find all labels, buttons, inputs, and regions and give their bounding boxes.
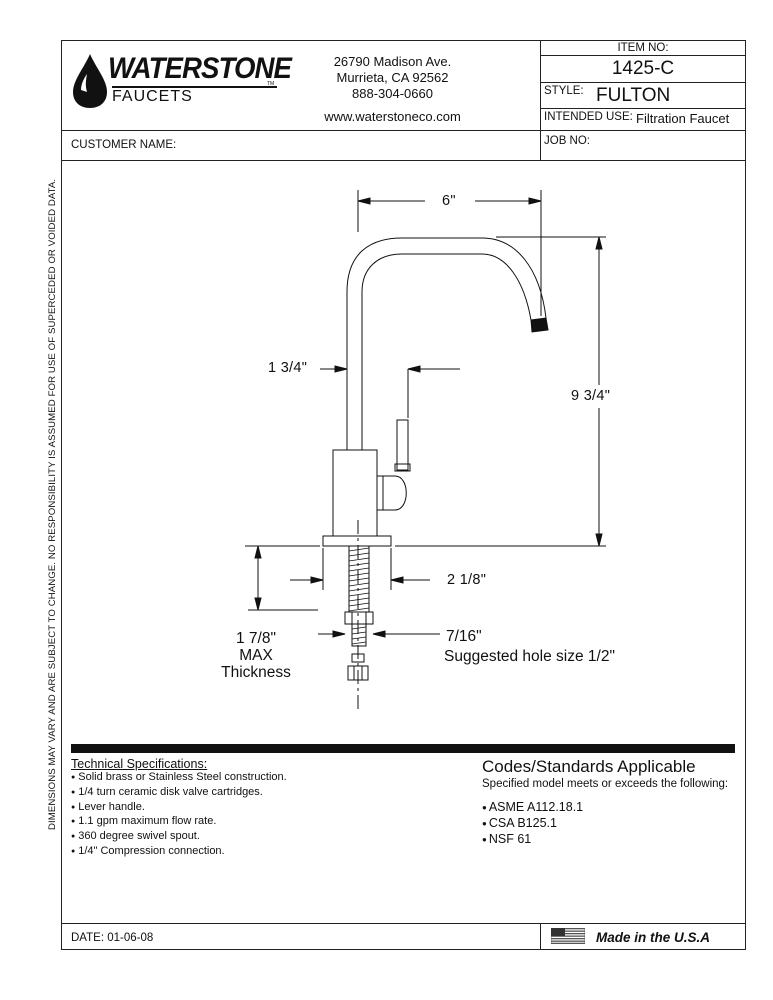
thickness-word: Thickness: [221, 664, 291, 681]
dim-width-label: 6": [442, 193, 456, 209]
intended-use-label: INTENDED USE:: [544, 111, 633, 123]
header-divider: [540, 108, 746, 109]
spec-item: 1/4" Compression connection.: [71, 845, 371, 860]
spec-item: 360 degree swivel spout.: [71, 830, 371, 845]
job-no-label: JOB NO:: [544, 135, 591, 147]
codes-list: ASME A112.18.1 CSA B125.1 NSF 61: [482, 800, 742, 848]
address-line2: Murrieta, CA 92562: [336, 70, 449, 85]
header-divider: [61, 130, 746, 131]
logo-tm: TM: [267, 81, 275, 87]
section-bar: [71, 744, 735, 753]
header-divider: [540, 40, 541, 160]
logo-underline: [112, 86, 277, 88]
water-drop-icon: [73, 54, 107, 108]
dim-base-label: 2 1/8": [447, 572, 487, 588]
codes-subtitle: Specified model meets or exceeds the fol…: [482, 778, 729, 790]
date-label: DATE: 01-06-08: [71, 932, 154, 944]
codes-title: Codes/Standards Applicable: [482, 757, 696, 776]
spec-item: 1.1 gpm maximum flow rate.: [71, 815, 371, 830]
address-phone: 888-304-0660: [352, 86, 433, 101]
logo-brand: WATERSTONE: [108, 52, 292, 85]
footer-divider: [540, 923, 541, 950]
style-value: FULTON: [596, 85, 671, 106]
spec-item: Lever handle.: [71, 801, 371, 816]
header-divider: [61, 160, 746, 161]
item-no-value: 1425-C: [611, 58, 675, 79]
company-address: 26790 Madison Ave. Murrieta, CA 92562 88…: [300, 54, 485, 125]
faucet-drawing: [245, 190, 606, 710]
dim-hole-label: Suggested hole size 1/2": [444, 648, 615, 665]
dim-thickness-label: 1 7/8" MAX Thickness: [210, 630, 302, 681]
sheet-frame: [61, 40, 746, 950]
company-logo: WATERSTONE FAUCETS TM: [70, 50, 292, 110]
codes-standards: Codes/Standards Applicable Specified mod…: [482, 757, 742, 848]
specs-title: Technical Specifications:: [71, 757, 208, 771]
spec-item: Solid brass or Stainless Steel construct…: [71, 771, 371, 786]
address-web: www.waterstoneco.com: [324, 109, 461, 124]
logo-sub: FAUCETS: [112, 88, 193, 105]
footer-divider: [61, 923, 746, 924]
dim-spout-offset-label: 1 3/4": [268, 360, 308, 376]
dim-height-label: 9 3/4": [571, 388, 611, 404]
code-item: ASME A112.18.1: [482, 800, 742, 816]
header-divider: [540, 82, 746, 83]
address-line1: 26790 Madison Ave.: [333, 54, 452, 69]
customer-name-label: CUSTOMER NAME:: [71, 139, 177, 151]
us-flag-icon: [550, 927, 586, 945]
dim-nut-label: 7/16": [446, 628, 482, 645]
tech-specs: Technical Specifications: Solid brass or…: [71, 757, 371, 860]
made-in-usa: Made in the U.S.A: [596, 930, 711, 945]
item-no-label: ITEM NO:: [617, 42, 669, 54]
thickness-max: MAX: [239, 647, 273, 664]
code-item: NSF 61: [482, 832, 742, 848]
style-label: STYLE:: [544, 85, 584, 97]
specs-list: Solid brass or Stainless Steel construct…: [71, 771, 371, 860]
thickness-value: 1 7/8": [236, 630, 276, 647]
intended-use-value: Filtration Faucet: [636, 111, 730, 126]
spec-item: 1/4 turn ceramic disk valve cartridges.: [71, 786, 371, 801]
header-divider: [540, 55, 746, 56]
code-item: CSA B125.1: [482, 816, 742, 832]
